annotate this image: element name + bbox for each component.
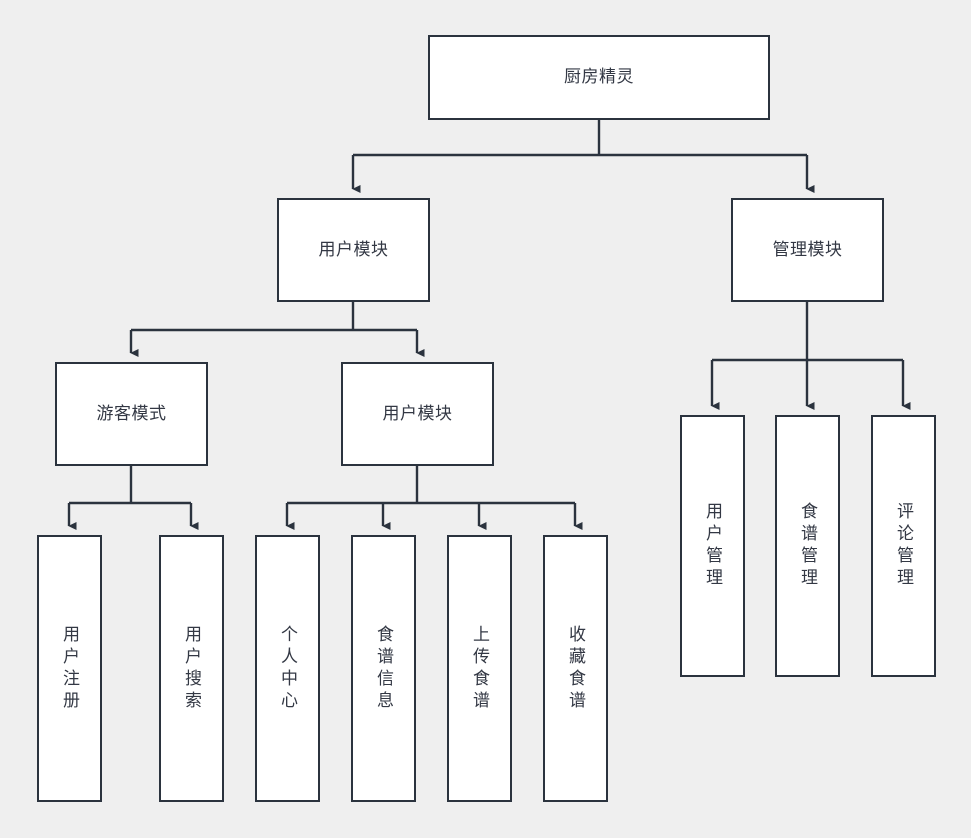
node-upload-recipe[interactable]: 上传食谱 — [447, 535, 512, 802]
node-root[interactable]: 厨房精灵 — [428, 35, 770, 120]
node-label-favorite-recipe: 收藏食谱 — [566, 624, 585, 713]
node-label-user-search: 用户搜索 — [182, 624, 201, 713]
node-label-recipe-info: 食谱信息 — [374, 624, 393, 713]
node-label-comment-admin: 评论管理 — [894, 502, 913, 590]
node-user-admin[interactable]: 用户管理 — [680, 415, 745, 677]
node-label-guest-mode: 游客模式 — [96, 403, 167, 423]
node-user-module[interactable]: 用户模块 — [277, 198, 430, 302]
node-comment-admin[interactable]: 评论管理 — [871, 415, 936, 677]
node-favorite-recipe[interactable]: 收藏食谱 — [543, 535, 608, 802]
node-label-user-admin: 用户管理 — [703, 502, 722, 590]
node-user-register[interactable]: 用户注册 — [37, 535, 102, 802]
node-label-root: 厨房精灵 — [564, 67, 634, 87]
node-recipe-admin[interactable]: 食谱管理 — [775, 415, 840, 677]
node-user-search[interactable]: 用户搜索 — [159, 535, 224, 802]
node-user-module-2[interactable]: 用户模块 — [341, 362, 494, 466]
node-label-user-register: 用户注册 — [60, 624, 79, 713]
node-label-user-module: 用户模块 — [318, 239, 389, 259]
node-label-user-module-2: 用户模块 — [382, 403, 453, 423]
node-label-upload-recipe: 上传食谱 — [470, 624, 489, 713]
node-admin-module[interactable]: 管理模块 — [731, 198, 884, 302]
node-label-personal-center: 个人中心 — [278, 624, 297, 713]
node-recipe-info[interactable]: 食谱信息 — [351, 535, 416, 802]
node-label-recipe-admin: 食谱管理 — [798, 502, 817, 590]
node-personal-center[interactable]: 个人中心 — [255, 535, 320, 802]
node-guest-mode[interactable]: 游客模式 — [55, 362, 208, 466]
node-label-admin-module: 管理模块 — [772, 239, 843, 259]
